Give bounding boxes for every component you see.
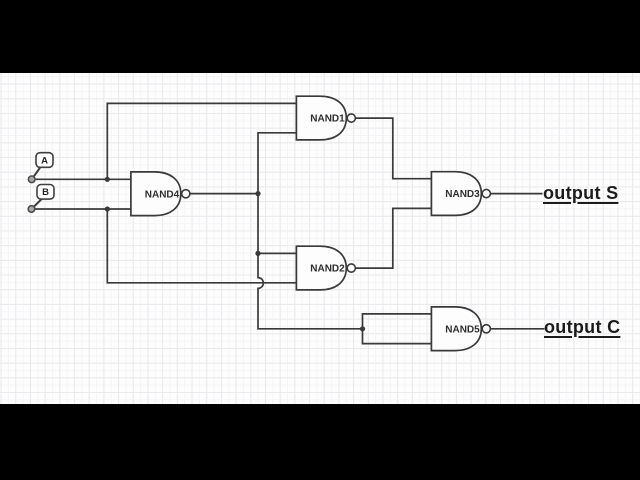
nand4-label: NAND4 [145,189,180,200]
input-a-label: A [41,155,48,166]
letterbox-top [0,0,640,73]
wire-nand4-to-nand1 [257,131,297,194]
circuit-diagram: A B NAND1 NAND2 NAND3 NAND4 [27,95,545,352]
junction-dot-b [104,206,110,212]
wire-a-to-nand1 [106,102,297,180]
wire-nand5-input-split [361,313,432,345]
nand1-gate[interactable]: NAND1 [295,95,357,141]
nand5-label: NAND5 [445,324,480,335]
diagram-canvas: A B NAND1 NAND2 NAND3 NAND4 [0,73,640,477]
output-s-label[interactable]: output S [543,183,619,203]
wire-nand4-to-nand5-with-hop [257,193,363,330]
junction-dot-nand2-branch [255,250,261,256]
nand1-label: NAND1 [310,114,345,125]
output-c-label[interactable]: output C [544,317,621,337]
nand2-label: NAND2 [310,264,345,275]
junction-dot-nand5-split [359,326,366,332]
input-b-label: B [42,187,49,198]
nand3-gate[interactable]: NAND3 [430,170,492,217]
junction-dot-a [104,176,110,182]
input-a-pin[interactable] [27,175,36,184]
wire-b-to-nand2 [106,209,297,284]
nand4-body [130,171,182,217]
nand5-inverter-bubble [481,323,492,334]
input-a-label-box[interactable] [35,151,54,169]
nand4-gate[interactable]: NAND4 [130,171,191,217]
nand5-gate[interactable]: NAND5 [430,306,492,352]
nand2-inverter-bubble [346,263,357,273]
letterbox-bottom [0,404,640,480]
nand2-gate[interactable]: NAND2 [295,245,357,291]
nand3-body [430,170,483,217]
junction-dot-nand4-out [255,191,261,197]
input-b-label-box[interactable] [36,183,55,200]
nand3-label: NAND3 [445,189,480,200]
nand1-body [295,95,348,141]
wire-nand2-to-nand3 [355,207,432,269]
wire-nand1-to-nand3 [355,117,432,180]
input-b-pin[interactable] [27,204,36,214]
nand2-body [295,245,348,291]
nand1-inverter-bubble [346,113,357,123]
nand5-body [430,306,483,352]
nand4-inverter-bubble [180,188,191,199]
nand3-inverter-bubble [481,188,492,199]
